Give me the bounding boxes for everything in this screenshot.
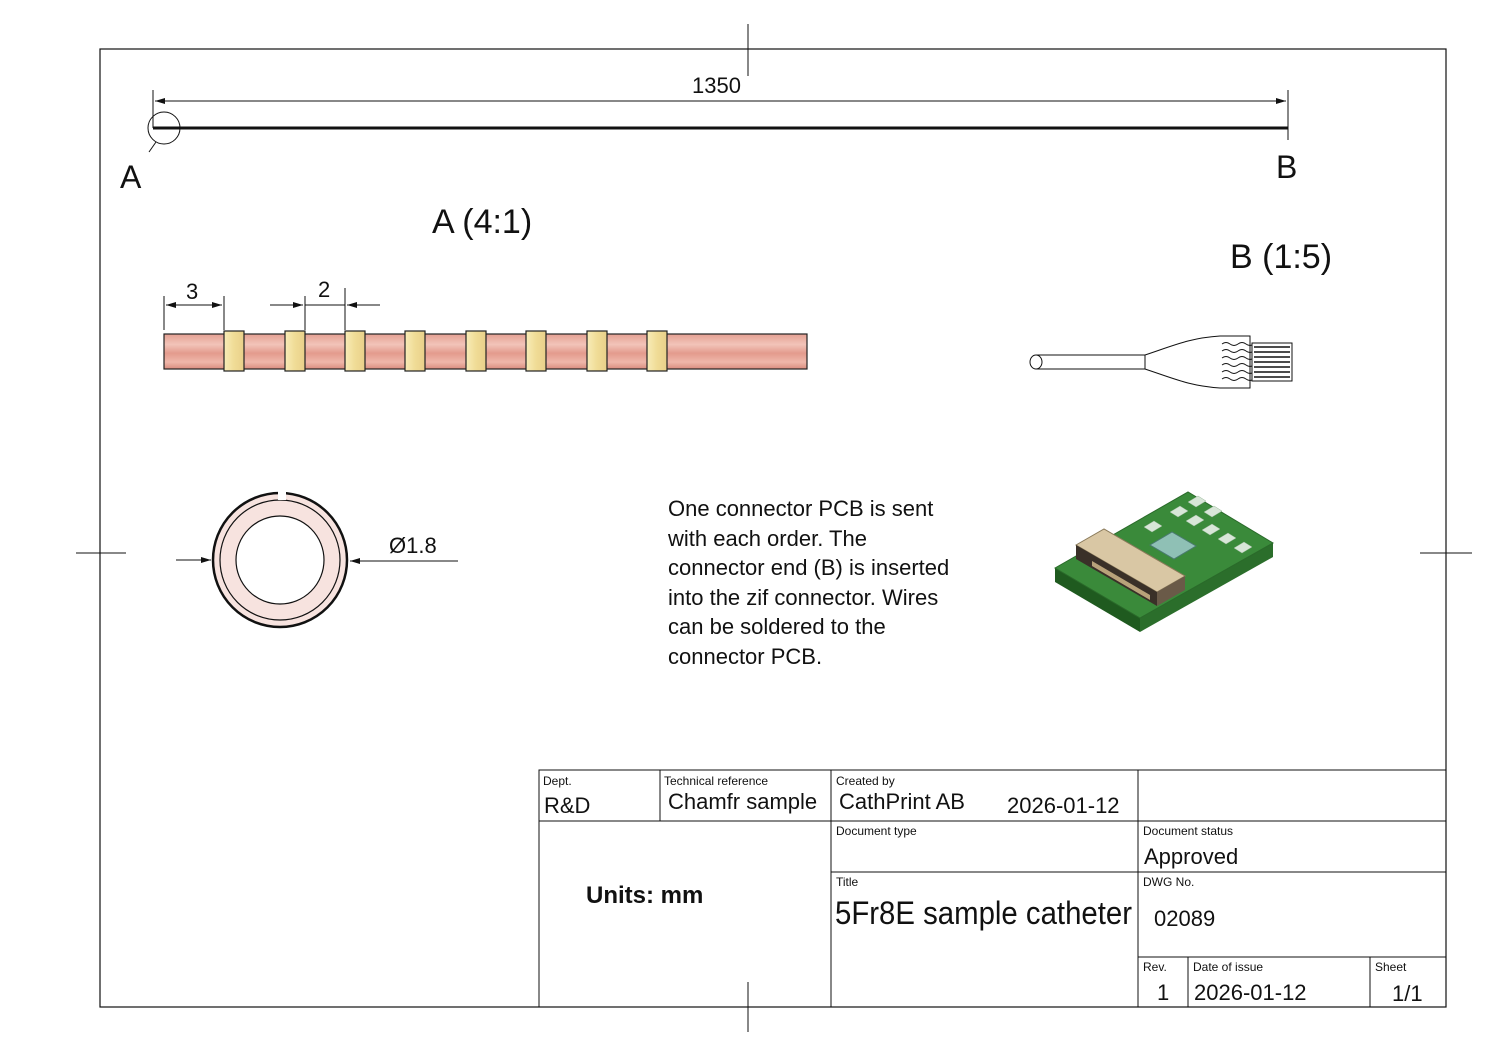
lumen [235, 515, 325, 605]
dim-band-width: 3 [186, 279, 198, 304]
tech-ref-label: Technical reference [664, 774, 768, 788]
pcb-side-right [1140, 543, 1273, 632]
dept-label: Dept. [543, 774, 572, 788]
dwg-no-label: DWG No. [1143, 875, 1194, 889]
connector-note: One connector PCB is sent with each orde… [668, 496, 950, 669]
title-value: 5Fr8E sample catheter [835, 895, 1132, 931]
contact-lines [1254, 346, 1290, 378]
electrode-band-7 [586, 330, 608, 372]
doc-status-label: Document status [1143, 824, 1233, 838]
electrode-band-6 [525, 330, 547, 372]
tech-ref-value: Chamfr sample [668, 789, 817, 814]
ring-notch [278, 490, 286, 500]
detail-b-title: B (1:5) [1230, 238, 1332, 276]
rev-label: Rev. [1143, 960, 1167, 974]
flex-traces [1221, 342, 1255, 381]
pcb-side-left [1055, 568, 1140, 632]
doc-status-value: Approved [1144, 844, 1238, 869]
dim-band-spacing: 2 [318, 277, 330, 302]
dwg-no-value: 02089 [1154, 906, 1215, 931]
zif-slot [1092, 561, 1150, 600]
dept-value: R&D [544, 793, 590, 818]
label-end-a: A [120, 159, 142, 195]
dim-diameter: Ø1.8 [389, 533, 437, 558]
smd-pads [1143, 495, 1253, 554]
electrode-band-3 [344, 330, 366, 372]
sheet-value: 1/1 [1392, 981, 1423, 1006]
electrode-band-5 [465, 330, 487, 372]
detail-a-leader [148, 141, 157, 153]
rev-value: 1 [1157, 980, 1169, 1005]
catheter-tip-detail [163, 330, 808, 372]
zif-connector-side [1157, 576, 1185, 606]
electrode-band-1 [223, 330, 245, 372]
connector-end-detail [1029, 335, 1293, 389]
created-date-value: 2026-01-12 [1007, 793, 1120, 818]
doc-type-label: Document type [836, 824, 917, 838]
electrode-band-4 [404, 330, 426, 372]
title-label: Title [836, 875, 859, 889]
pcb-top [1054, 491, 1274, 619]
connector-pcb-illustration [1054, 491, 1274, 632]
dim-overall-length: 1350 [692, 73, 741, 98]
detail-a-callout-circle [147, 111, 181, 145]
date-issue-label: Date of issue [1193, 960, 1263, 974]
sheet-label: Sheet [1375, 960, 1407, 974]
tube-end-cap [1029, 354, 1043, 370]
label-end-b: B [1276, 149, 1297, 185]
electrode-band-8 [646, 330, 668, 372]
date-issue-value: 2026-01-12 [1194, 980, 1307, 1005]
created-by-label: Created by [836, 774, 895, 788]
created-by-value: CathPrint AB [839, 789, 965, 814]
electrode-band-2 [284, 330, 306, 372]
detail-a-title: A (4:1) [432, 203, 532, 241]
flex-taper [1144, 335, 1251, 389]
cross-section: Ø1.8 [176, 490, 458, 629]
units-label: Units: mm [586, 882, 704, 909]
title-block [538, 769, 1447, 1008]
pcb-chip [1149, 531, 1197, 560]
